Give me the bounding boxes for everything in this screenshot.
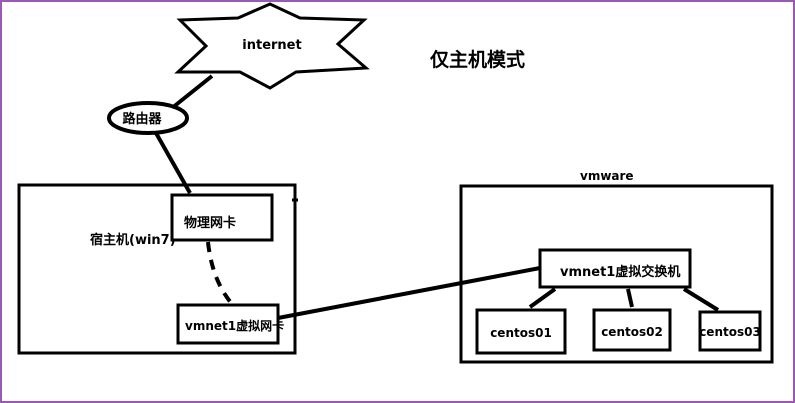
centos02-label: centos02 (601, 325, 663, 339)
link-virtual-nic-switch (277, 266, 541, 320)
link-switch-centos01 (528, 287, 557, 309)
link-internet-router (170, 74, 214, 110)
vmware-label: vmware (580, 169, 634, 183)
vmware-box (459, 184, 774, 364)
centos01-label: centos01 (490, 326, 552, 340)
centos03-box (698, 310, 762, 352)
virtual-switch-box (538, 248, 692, 289)
link-physical-virtual-nic (206, 241, 234, 306)
physical-nic-box (170, 193, 274, 242)
link-switch-centos03 (682, 287, 720, 312)
diagram-title: 仅主机模式 (429, 48, 525, 71)
internet-label: internet (242, 38, 301, 53)
host-machine-box (17, 183, 297, 355)
centos02-box (592, 308, 672, 352)
virtual-nic-label: vmnet1虚拟网卡 (185, 318, 284, 333)
centos03-label: centos03 (699, 325, 761, 339)
link-router-physical-nic (154, 132, 192, 194)
internet-cloud-shape (174, 2, 370, 90)
link-switch-centos02 (626, 288, 634, 308)
physical-nic-label: 物理网卡 (184, 215, 236, 231)
virtual-switch-label: vmnet1虚拟交换机 (560, 264, 680, 280)
router-shape (107, 101, 189, 135)
centos01-box (475, 308, 567, 355)
router-label: 路由器 (122, 111, 162, 127)
virtual-nic-box (176, 303, 280, 345)
host-machine-label: 宿主机(win7) (90, 232, 176, 248)
